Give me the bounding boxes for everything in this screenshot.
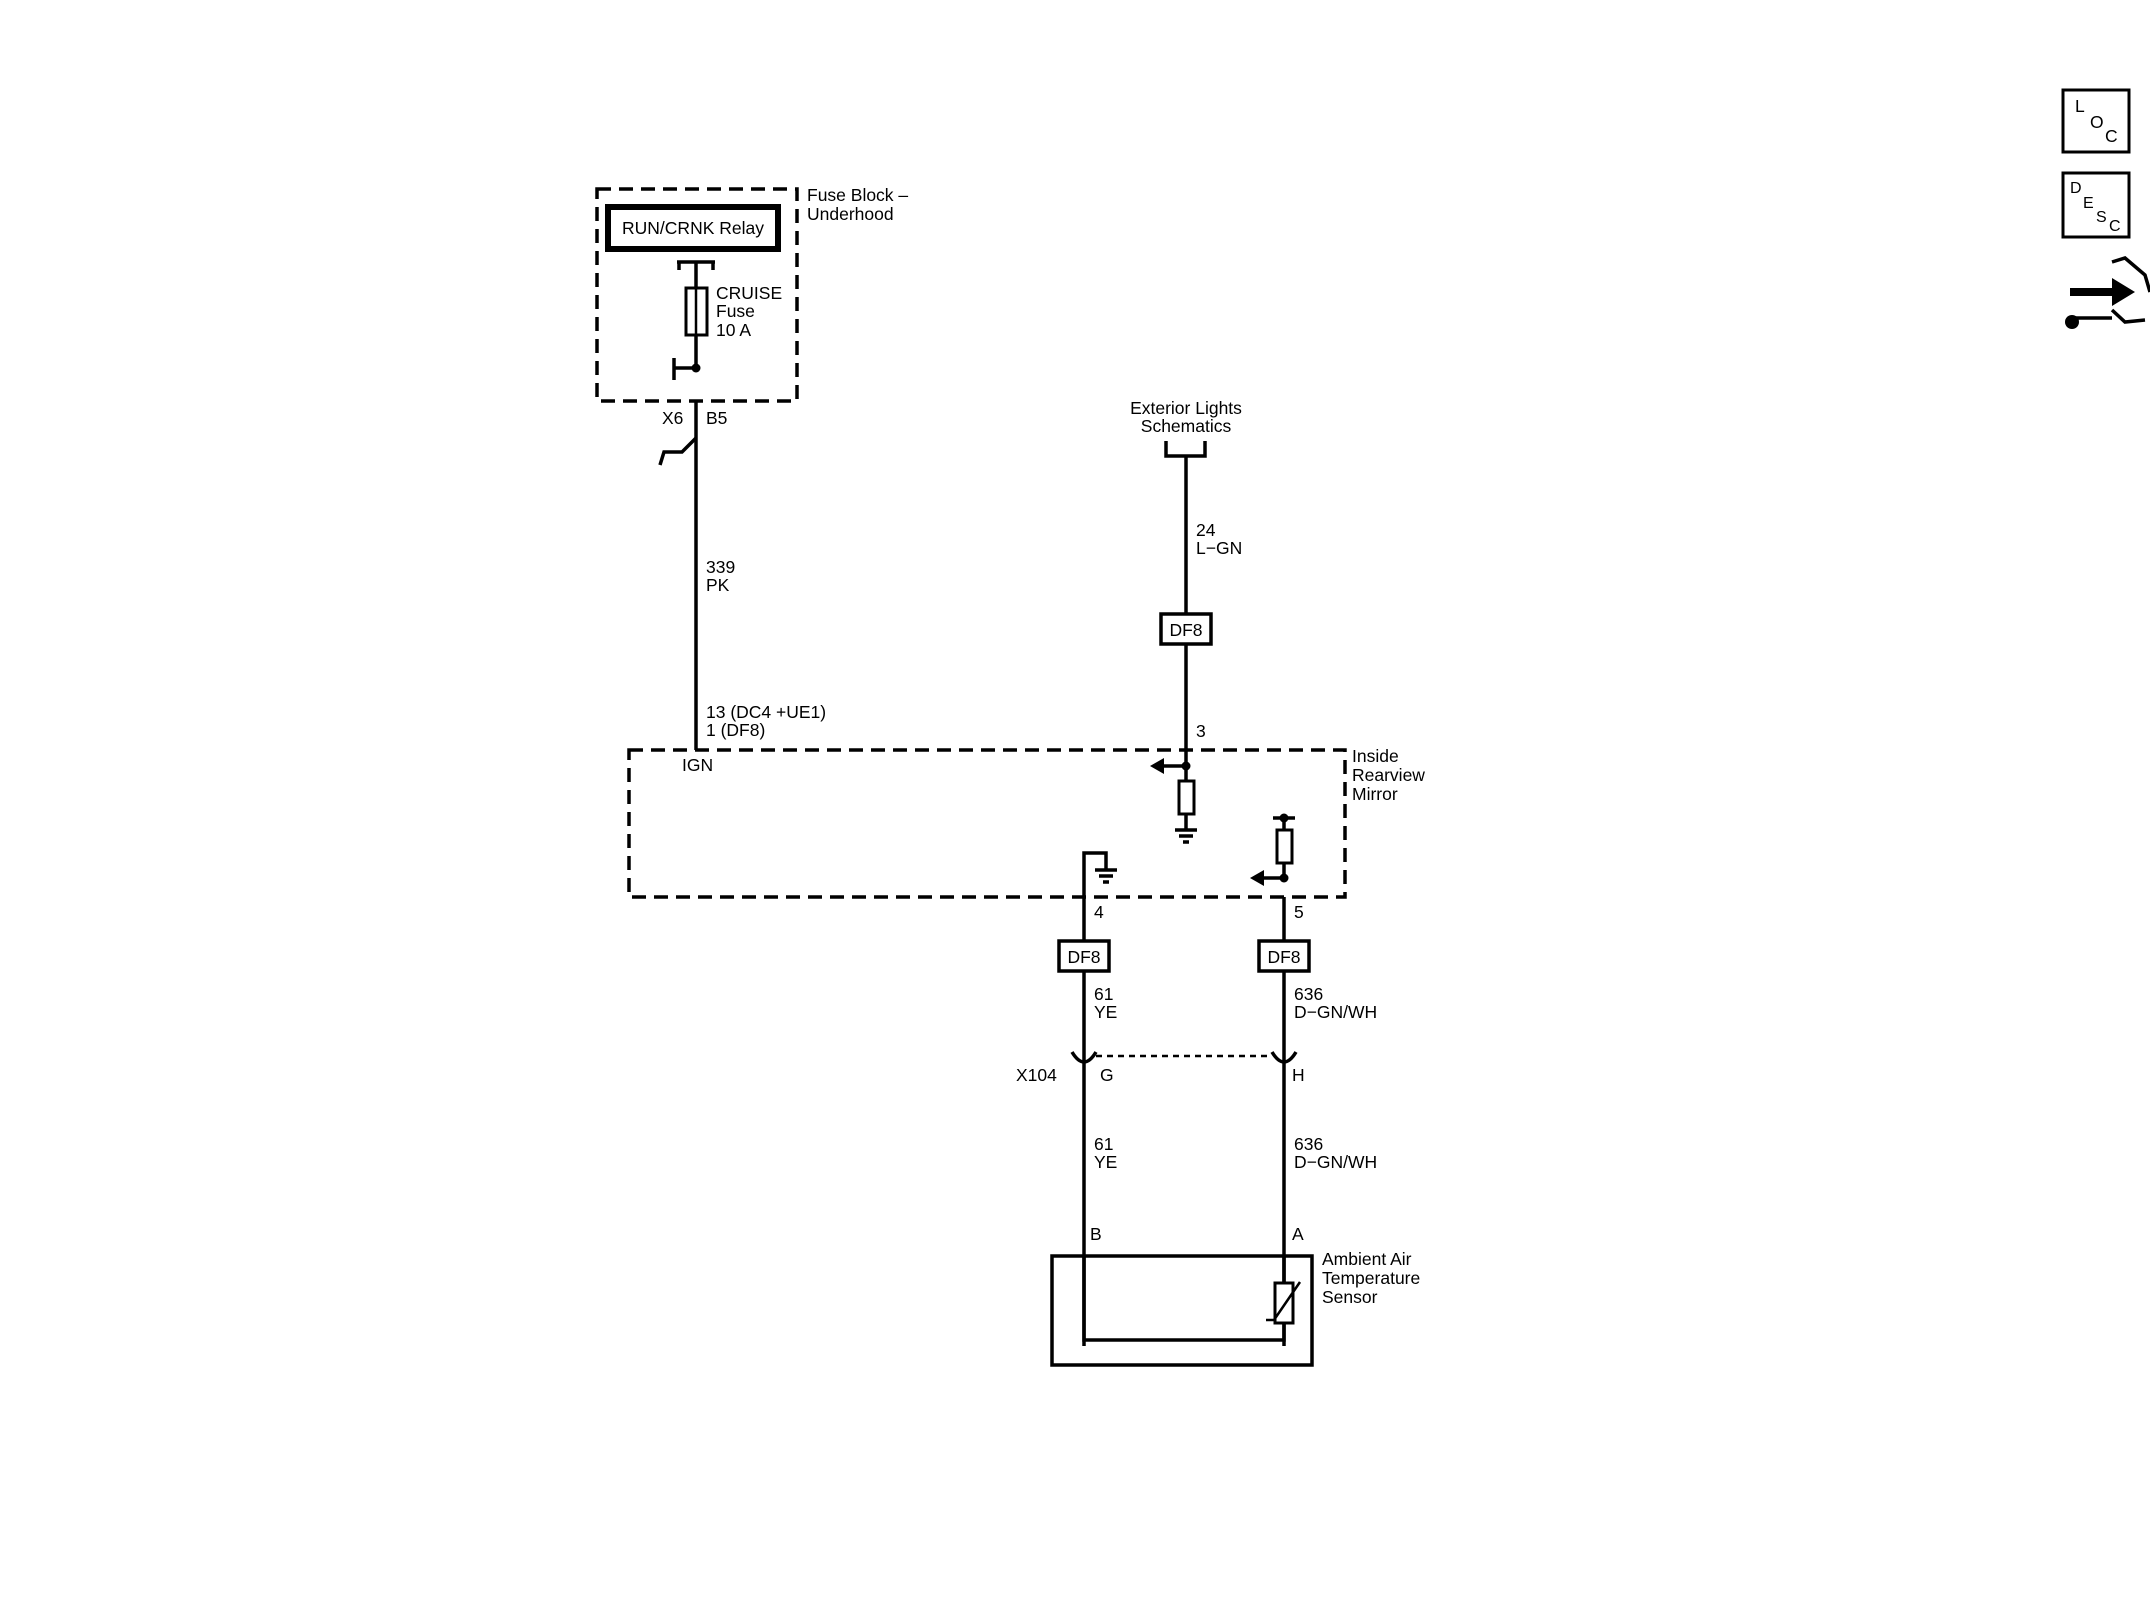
x104-pin-g: G [1100,1065,1114,1085]
relay-label: RUN/CRNK Relay [622,218,764,238]
wire-636-circuit-upper: 636 [1294,984,1323,1004]
mirror-pin-4: 4 [1094,902,1104,922]
desc-letter-d: D [2070,180,2082,197]
df8-tag-right: DF8 [1257,939,1311,973]
fuse-label-3: 10 A [716,320,751,340]
wire-24-color: L−GN [1196,538,1242,558]
mirror-pin-5: 5 [1294,902,1304,922]
fuse-block-underhood: Fuse Block – Underhood RUN/CRNK Relay CR… [595,185,908,403]
svg-text:DF8: DF8 [1169,620,1202,640]
sensor-label-1: Ambient Air [1322,1249,1412,1269]
fuse-block-title-1: Fuse Block – [807,185,908,205]
svg-text:DF8: DF8 [1267,947,1300,967]
wire-636-color-upper: D−GN/WH [1294,1002,1377,1022]
wire-636-circuit-lower: 636 [1294,1134,1323,1154]
sensor-label-3: Sensor [1322,1287,1378,1307]
x104-label: X104 [1016,1065,1057,1085]
x104-pin-h: H [1292,1065,1305,1085]
wire-24-circuit: 24 [1196,520,1216,540]
run-crnk-relay: RUN/CRNK Relay [605,204,781,252]
mirror-ign-pin-1: 13 (DC4 +UE1) [706,702,826,722]
inside-rearview-mirror: Inside Rearview Mirror IGN [627,746,1425,899]
loc-letter-c: C [2105,126,2118,146]
mirror-pin-3: 3 [1196,721,1206,741]
wire-61-circuit-lower: 61 [1094,1134,1113,1154]
desc-letter-s: S [2096,209,2107,226]
wire-339-color: PK [706,575,730,595]
exterior-lights-label-2: Schematics [1141,416,1232,436]
loc-letter-l: L [2075,96,2085,116]
cruise-fuse: CRUISE Fuse 10 A [684,283,782,340]
thermistor-icon [1266,1281,1302,1325]
df8-tag-top: DF8 [1159,612,1213,646]
connector-end-view-icon[interactable] [2065,256,2150,329]
sensor-label-2: Temperature [1322,1268,1420,1288]
mirror-ign-label: IGN [682,755,713,775]
fuse-block-title-2: Underhood [807,204,894,224]
x6-connector-label: X6 [662,408,683,428]
desc-letter-c: C [2109,218,2121,235]
fuse-label-1: CRUISE [716,283,782,303]
mirror-label-1: Inside [1352,746,1399,766]
desc-button[interactable]: D E S C [2061,171,2131,239]
svg-text:DF8: DF8 [1067,947,1100,967]
mirror-label-2: Rearview [1352,765,1425,785]
wire-636-color-lower: D−GN/WH [1294,1152,1377,1172]
exterior-lights-label-1: Exterior Lights [1130,398,1242,418]
wire-339-circuit: 339 [706,557,735,577]
loc-letter-o: O [2090,112,2104,132]
ambient-air-temperature-sensor: B A Ambient Air Temperature Sensor [1050,1224,1420,1367]
ground-icon [1175,814,1197,844]
wire-61-color-upper: YE [1094,1002,1117,1022]
mirror-ign-pin-2: 1 (DF8) [706,720,765,740]
sensor-pin-a: A [1292,1224,1304,1244]
x6-connector-symbol [658,436,698,466]
df8-tag-left: DF8 [1057,939,1111,973]
exterior-lights-reference[interactable]: Exterior Lights Schematics [1130,398,1242,458]
sensor-pin-b: B [1090,1224,1102,1244]
wire-61-color-lower: YE [1094,1152,1117,1172]
loc-button[interactable]: L O C [2061,88,2131,154]
wire-61-circuit-upper: 61 [1094,984,1113,1004]
desc-letter-e: E [2083,195,2094,212]
fuse-label-2: Fuse [716,301,755,321]
ground-icon [1082,851,1117,897]
mirror-label-3: Mirror [1352,784,1398,804]
b5-pin-label: B5 [706,408,727,428]
x104-connector: X104 G H [1016,1051,1305,1085]
